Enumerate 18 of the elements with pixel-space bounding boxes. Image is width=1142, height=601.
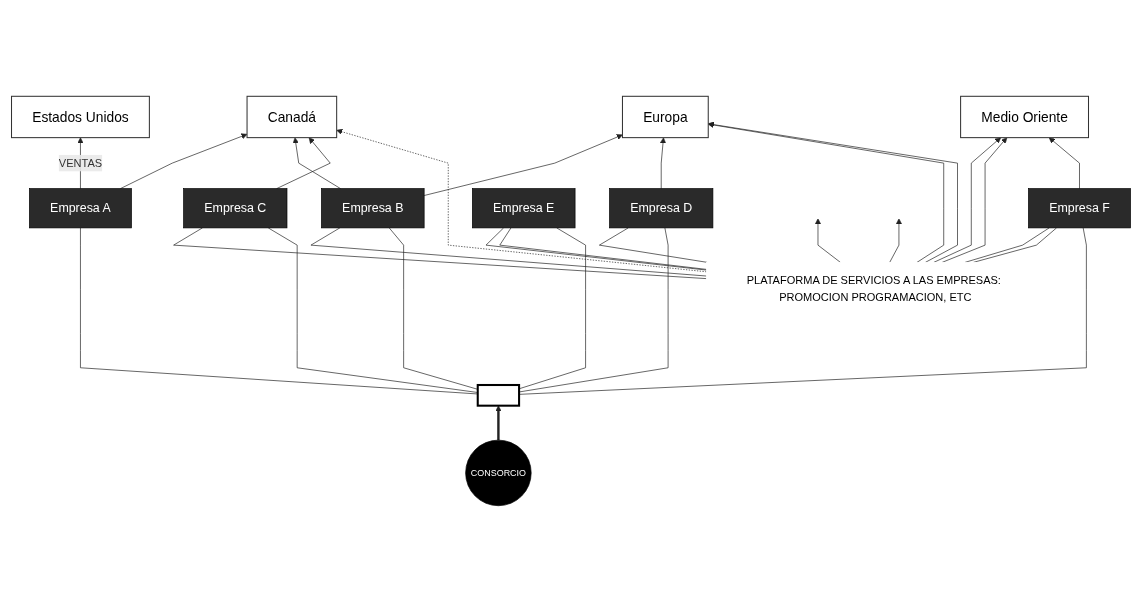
node-box: Empresa C (183, 187, 288, 228)
node-box: Medio Oriente (960, 95, 1089, 138)
connector (173, 227, 707, 279)
node-box: Europa (621, 95, 709, 138)
node-box: Canadá (246, 95, 338, 138)
connector (599, 227, 708, 263)
node-circle: CONSORCIO (465, 439, 532, 506)
node-bar (476, 383, 521, 407)
connector (310, 227, 707, 276)
node-box: Empresa B (321, 187, 425, 228)
node-box: Empresa F (1028, 187, 1131, 228)
node-box: Estados Unidos (11, 95, 150, 138)
edge-label: VENTAS (58, 156, 103, 169)
arrow (336, 128, 707, 272)
node-box: Empresa D (609, 187, 714, 228)
node-text: PLATAFORMA DE SERVICIOS A LAS EMPRESAS: PROMOCION PROGRAMACION, ETC (746, 274, 1001, 303)
node-box: Empresa A (29, 187, 132, 228)
node-box: Empresa E (472, 187, 576, 228)
